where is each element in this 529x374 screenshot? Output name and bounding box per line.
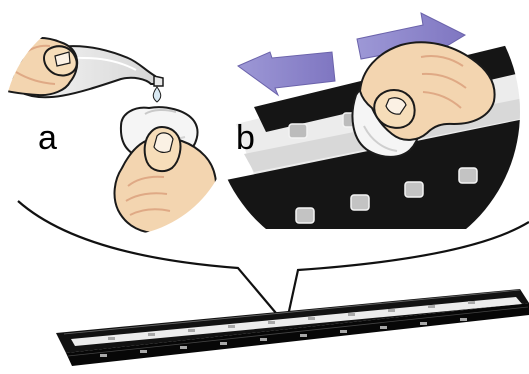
step-a-illustration	[0, 38, 216, 233]
hand-upper-icon	[0, 38, 77, 95]
step-a-label: a	[38, 121, 57, 155]
film-strip-holder-icon	[56, 289, 529, 366]
step-b-illustration	[226, 13, 529, 229]
step-b-label: b	[236, 121, 255, 155]
